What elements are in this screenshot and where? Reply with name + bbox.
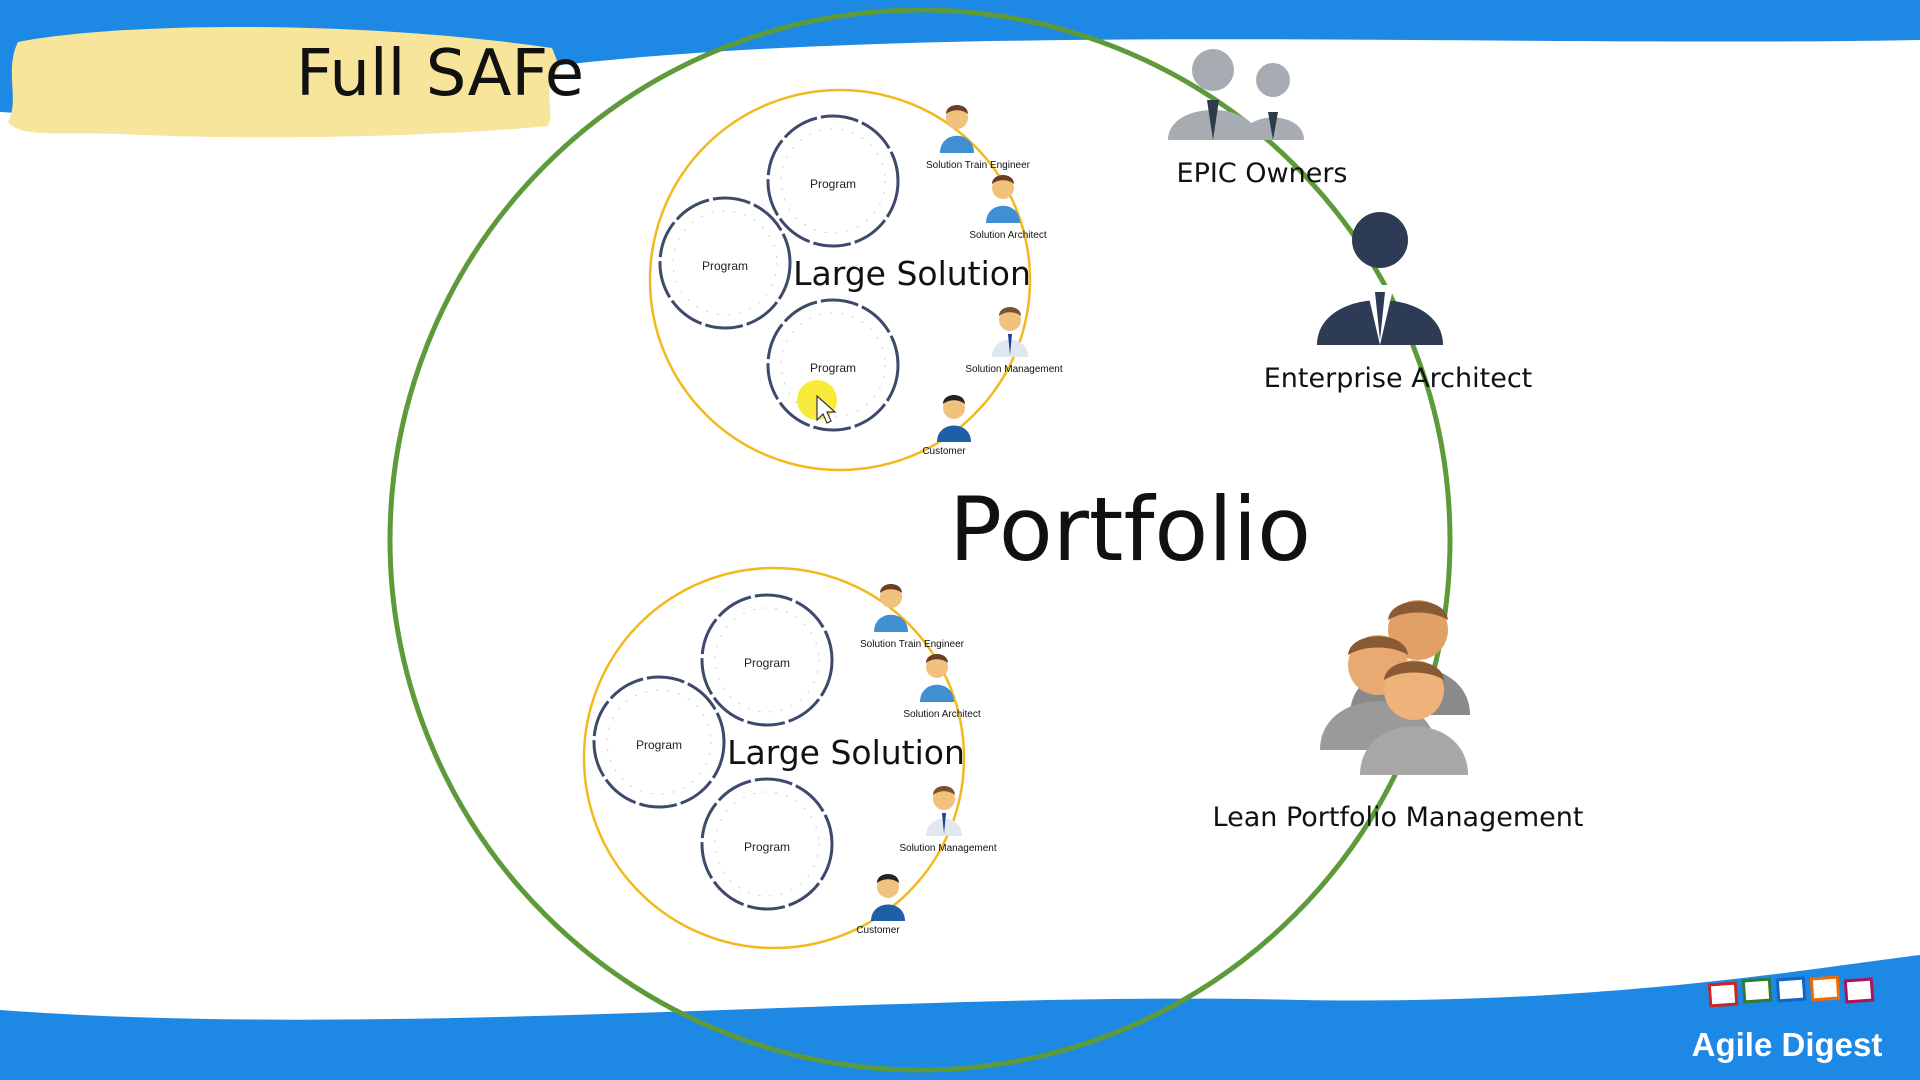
- logo-cards-icon: [1707, 975, 1875, 1008]
- customer-icon: [937, 395, 971, 442]
- solution-management-label: Solution Management: [899, 843, 997, 854]
- program-circle: Program: [700, 777, 834, 911]
- solution-train-engineer-icon: [874, 584, 908, 632]
- large-solution-cluster: Program Program Program Large Solution S…: [648, 88, 1063, 472]
- mouse-pointer-icon: [816, 394, 837, 424]
- solution-train-engineer-label: Solution Train Engineer: [860, 639, 965, 650]
- large-solution-circle: [582, 566, 966, 950]
- customer-label: Customer: [922, 446, 966, 457]
- solution-management-icon: [992, 307, 1028, 357]
- program-label: Program: [810, 177, 856, 191]
- brand-name: Agile Digest: [1692, 1026, 1883, 1063]
- epic-owners-label: EPIC Owners: [1177, 158, 1348, 189]
- program-label: Program: [702, 259, 748, 273]
- customer-label: Customer: [856, 925, 900, 936]
- slide-title: Full SAFe: [296, 37, 584, 111]
- solution-architect-icon: [986, 175, 1020, 223]
- title-highlight-brush: [8, 26, 560, 138]
- solution-train-engineer-label: Solution Train Engineer: [926, 160, 1031, 171]
- enterprise-architect-label: Enterprise Architect: [1264, 363, 1533, 394]
- solution-train-engineer-icon: [940, 105, 974, 153]
- enterprise-architect-icon: [1317, 212, 1443, 345]
- program-circle: Program: [592, 675, 726, 809]
- solution-management-label: Solution Management: [965, 364, 1063, 375]
- solution-architect-label: Solution Architect: [903, 709, 980, 720]
- program-label: Program: [744, 656, 790, 670]
- lean-portfolio-management-label: Lean Portfolio Management: [1213, 802, 1584, 833]
- solution-architect-label: Solution Architect: [969, 230, 1046, 241]
- portfolio-label: Portfolio: [949, 478, 1311, 581]
- program-label: Program: [744, 840, 790, 854]
- program-circle: Program: [700, 593, 834, 727]
- lean-portfolio-management-icon: [1320, 600, 1470, 775]
- large-solution-label: Large Solution: [727, 733, 965, 772]
- program-label: Program: [636, 738, 682, 752]
- solution-management-icon: [926, 786, 962, 836]
- program-circle: Program: [658, 196, 792, 330]
- solution-architect-icon: [920, 654, 954, 702]
- large-solution-circle: [648, 88, 1032, 472]
- top-blue-banner: [0, 0, 1920, 114]
- epic-owners-icon: [1168, 49, 1304, 140]
- agile-digest-logo: Agile Digest: [1692, 975, 1883, 1063]
- customer-icon: [871, 874, 905, 921]
- large-solution-cluster: Program Program Program Large Solution S…: [582, 566, 997, 950]
- program-circle: Program: [766, 114, 900, 248]
- portfolio-circle: [387, 7, 1453, 1073]
- program-circle: Program: [766, 298, 900, 432]
- program-label: Program: [810, 361, 856, 375]
- bottom-blue-banner: [0, 955, 1920, 1080]
- large-solution-label: Large Solution: [793, 254, 1031, 293]
